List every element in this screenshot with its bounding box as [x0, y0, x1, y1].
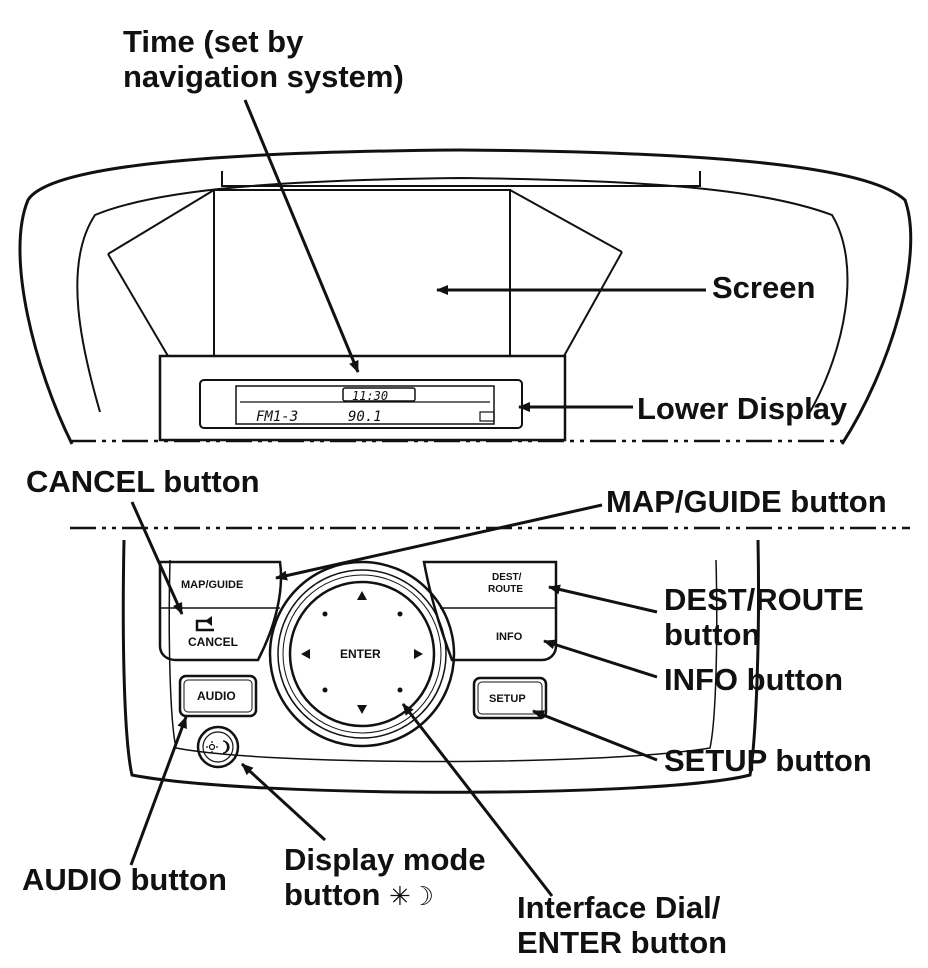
info-callout: INFO button — [664, 662, 844, 697]
dest-route-callout-line1: DEST/ROUTE — [664, 582, 864, 617]
interface-dial-callout-line1: Interface Dial/ — [517, 890, 721, 925]
dest-route-callout-line2: button — [664, 617, 761, 652]
dest-route-leader — [548, 584, 658, 614]
cancel-label: CANCEL — [188, 635, 238, 649]
lower-display-time: 11:30 — [352, 389, 388, 403]
info-label: INFO — [496, 631, 523, 643]
route-label: ROUTE — [488, 584, 523, 595]
sun-moon-icon — [206, 740, 230, 754]
interface-dial-callout-line2: ENTER button — [517, 925, 728, 960]
dest-route-button[interactable]: DEST/ ROUTE — [488, 572, 523, 595]
leader-lines — [129, 99, 706, 897]
dest-route-callout: DEST/ROUTE button — [664, 582, 864, 652]
display-mode-callout: Display mode button ✳☽ — [284, 842, 486, 915]
time-callout-line1: Time (set by — [123, 24, 304, 59]
display-mode-button[interactable] — [196, 725, 240, 769]
info-button[interactable]: INFO — [496, 631, 523, 643]
map-guide-callout: MAP/GUIDE button — [606, 484, 887, 519]
triangle-arrow-icon — [301, 649, 310, 659]
map-guide-leader — [275, 503, 603, 581]
cancel-button[interactable]: CANCEL — [188, 616, 238, 649]
map-guide-button[interactable]: MAP/GUIDE — [181, 579, 243, 591]
interface-dial[interactable]: ENTER — [268, 560, 456, 748]
dest-info-pod — [422, 560, 558, 662]
lower-display-band: FM1-3 — [256, 409, 298, 425]
triangle-arrow-icon — [357, 705, 367, 714]
lower-display-frequency: 90.1 — [348, 409, 382, 425]
lower-display: 11:30 FM1-3 90.1 — [158, 354, 567, 442]
map-guide-label: MAP/GUIDE — [181, 579, 243, 591]
cancel-callout: CANCEL button — [26, 464, 260, 499]
screen-housing — [18, 148, 913, 445]
return-arrow-icon — [195, 619, 214, 632]
interface-dial-leader — [401, 703, 554, 897]
setup-leader — [532, 709, 658, 762]
control-panel — [121, 539, 761, 794]
setup-button[interactable]: SETUP — [472, 676, 548, 720]
audio-label: AUDIO — [197, 689, 236, 703]
audio-leader — [129, 716, 188, 866]
display-mode-callout-line2: button ✳☽ — [284, 877, 486, 915]
setup-callout: SETUP button — [664, 743, 872, 778]
display-mode-leader — [240, 762, 327, 842]
display-mode-callout-line1: Display mode — [284, 842, 486, 877]
enter-label: ENTER — [340, 647, 381, 661]
cancel-leader — [130, 501, 184, 615]
audio-callout: AUDIO button — [22, 862, 227, 897]
time-callout-line2: navigation system) — [123, 59, 404, 94]
info-leader — [543, 639, 658, 679]
dest-label: DEST/ — [492, 572, 522, 583]
setup-label: SETUP — [489, 693, 526, 705]
interface-dial-callout: Interface Dial/ ENTER button — [517, 890, 727, 960]
triangle-arrow-icon — [357, 591, 367, 600]
time-callout: Time (set by navigation system) — [123, 24, 404, 94]
screen-callout: Screen — [712, 270, 816, 305]
screen — [107, 189, 623, 357]
display-mode-callout-text: button — [284, 877, 381, 912]
lower-display-callout: Lower Display — [637, 391, 848, 426]
audio-button[interactable]: AUDIO — [178, 674, 258, 718]
sun-moon-icon: ✳☽ — [389, 882, 435, 912]
triangle-arrow-icon — [414, 649, 423, 659]
time-leader — [243, 99, 360, 373]
